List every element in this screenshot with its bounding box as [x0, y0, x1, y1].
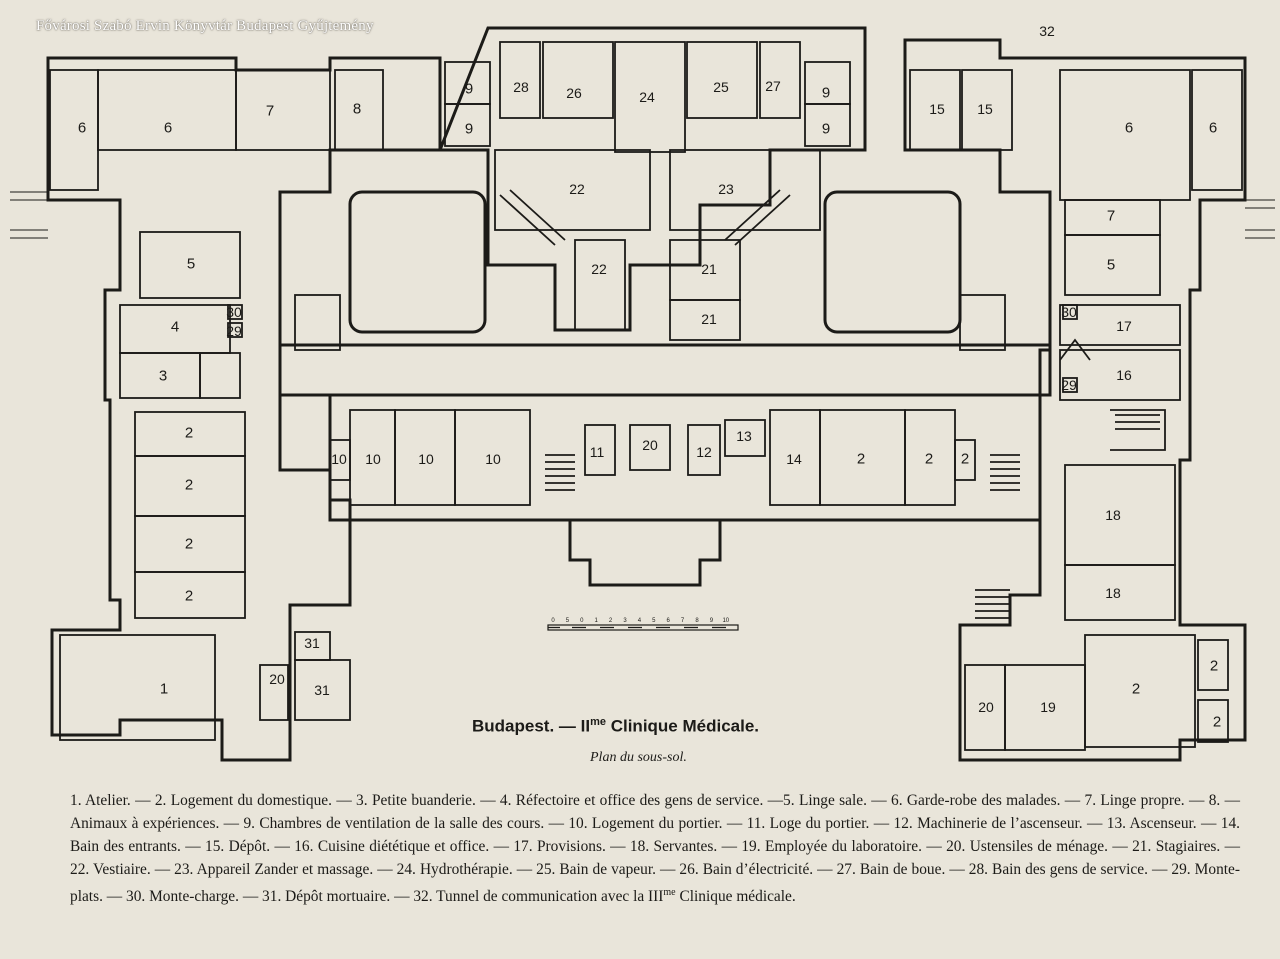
scale-tick-label: 7: [681, 618, 685, 624]
room-number-label: 20: [642, 437, 658, 453]
scale-tick-label: 10: [722, 618, 729, 624]
plan-subtitle: Plan du sous-sol.: [590, 750, 687, 765]
room-number-label: 18: [1105, 585, 1121, 601]
room-number-label: 6: [164, 120, 172, 137]
room-number-label: 31: [314, 682, 330, 698]
room-number-label: 14: [786, 451, 802, 467]
room-number-label: 22: [591, 261, 607, 277]
room-number-label: 12: [696, 444, 712, 460]
room-number-label: 9: [822, 121, 830, 138]
room-number-label: 5: [187, 256, 195, 273]
room-number-label: 6: [1209, 120, 1217, 137]
scale-tick-label: 6: [667, 618, 671, 624]
room-number-label: 2: [857, 451, 865, 468]
scale-tick-label: 9: [710, 618, 714, 624]
legend-end: Clinique médicale.: [675, 888, 796, 906]
room-number-label: 10: [418, 451, 434, 467]
legend-text: 1. Atelier. — 2. Logement du domestique.…: [70, 792, 1240, 906]
wall-top-center: [437, 26, 867, 332]
room-number-label: 21: [701, 311, 717, 327]
scale-tick-label: 1: [595, 618, 599, 624]
room-number-label: 8: [353, 101, 361, 118]
room-number-label: 27: [765, 78, 781, 94]
wall-left-wing: [46, 56, 442, 762]
room-number-label: 15: [929, 101, 945, 117]
room-number-label: 20: [978, 699, 994, 715]
room-number-label: 22: [569, 181, 585, 197]
scale-bar: [547, 624, 739, 631]
room-number-label: 23: [718, 181, 734, 197]
room-number-label: 9: [465, 81, 473, 98]
scale-tick-label: 0: [551, 618, 555, 624]
room-number-label: 26: [566, 85, 582, 101]
wall-right-wing: [903, 38, 1247, 762]
room-number-label: 10: [485, 451, 501, 467]
room-legend: 1. Atelier. — 2. Logement du domestique.…: [70, 789, 1240, 908]
room-number-label: 16: [1116, 367, 1132, 383]
room-number-label: 28: [513, 79, 529, 95]
room-number-label: 29: [1061, 377, 1077, 393]
room-number-label: 25: [713, 79, 729, 95]
room-number-label: 19: [1040, 699, 1056, 715]
scale-tick-label: 8: [695, 618, 699, 624]
room-number-label: 9: [822, 85, 830, 102]
room-number-label: 11: [590, 444, 605, 460]
room-number-label: 5: [1107, 257, 1115, 274]
plan-title: Budapest. — IIme Clinique Médicale.: [472, 716, 759, 737]
room-number-label: 31: [304, 635, 320, 651]
room-number-label: 2: [961, 451, 969, 468]
room-number-label: 29: [226, 323, 242, 339]
room-number-label: 21: [701, 261, 717, 277]
room-number-label: 4: [171, 319, 179, 336]
room-number-label: 6: [78, 120, 86, 137]
scale-tick-label: 2: [609, 618, 613, 624]
archive-watermark: Fővárosi Szabó Ervin Könyvtár Budapest G…: [36, 18, 374, 34]
room-number-label: 10: [331, 451, 347, 467]
room-number-label: 7: [1107, 208, 1115, 225]
room-number-label: 13: [736, 428, 752, 444]
room-number-label: 7: [266, 103, 274, 120]
room-number-label: 1: [160, 681, 168, 698]
room-number-label: 24: [639, 89, 655, 105]
legend-superscript: me: [663, 887, 676, 898]
room-number-label: 15: [977, 101, 993, 117]
room-number-label: 32: [1039, 23, 1055, 39]
scale-tick-label: 0: [580, 618, 584, 624]
room-number-label: 6: [1125, 120, 1133, 137]
scale-tick-label: 3: [623, 618, 627, 624]
room-number-label: 30: [226, 304, 242, 320]
scale-tick-label: 5: [652, 618, 656, 624]
courtyard-left: [348, 190, 487, 334]
courtyard-right: [823, 190, 962, 334]
room-number-label: 10: [365, 451, 381, 467]
title-rest: Clinique Médicale.: [605, 716, 760, 736]
room-number-label: 2: [185, 477, 193, 494]
room-number-label: 2: [1210, 658, 1218, 675]
room-number-label: 9: [465, 121, 473, 138]
room-number-label: 2: [185, 588, 193, 605]
scale-tick-label: 4: [638, 618, 642, 624]
title-superscript: me: [590, 716, 606, 728]
room-number-label: 2: [1132, 681, 1140, 698]
room-number-label: 17: [1116, 318, 1132, 334]
scale-tick-label: 5: [566, 618, 570, 624]
wall-entrance: [568, 518, 722, 587]
room-number-label: 2: [185, 425, 193, 442]
wall-front-block: [328, 393, 1042, 522]
wall-corridor: [278, 343, 1052, 397]
room-number-label: 18: [1105, 507, 1121, 523]
title-city: Budapest. — II: [472, 716, 591, 736]
room-number-label: 20: [269, 671, 285, 687]
room-number-label: 2: [1213, 714, 1221, 731]
room-number-label: 3: [159, 368, 167, 385]
room-number-label: 2: [185, 536, 193, 553]
room-number-label: 2: [925, 451, 933, 468]
room-number-label: 30: [1061, 304, 1077, 320]
